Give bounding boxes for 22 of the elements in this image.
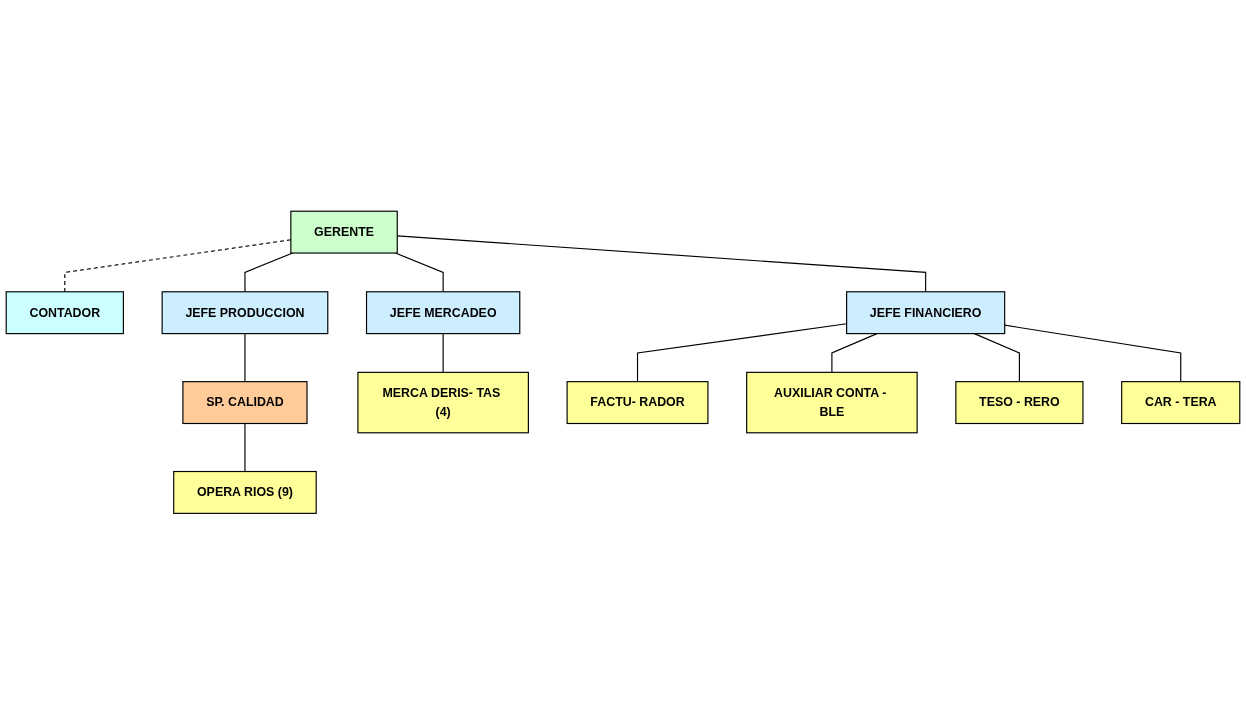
connector — [973, 332, 1020, 382]
connector — [396, 234, 927, 293]
node-box: OPERA RIOS (9) — [173, 470, 317, 514]
node-box: CAR - TERA — [1121, 380, 1241, 424]
node-box: JEFE MERCADEO — [365, 290, 521, 334]
connector — [1004, 324, 1182, 382]
node-box: MERCA DERIS- TAS (4) — [357, 371, 529, 434]
node-box: AUXILIAR CONTA - BLE — [746, 371, 918, 434]
connector — [394, 252, 444, 293]
connector — [244, 332, 246, 382]
node-box: JEFE PRODUCCION — [161, 290, 329, 334]
node-box: CONTADOR — [5, 290, 124, 334]
node-box: SP. CALIDAD — [182, 380, 308, 424]
node-box: TESO - RERO — [955, 380, 1084, 424]
node-box: FACTU- RADOR — [566, 380, 709, 424]
connector — [244, 422, 246, 472]
connector — [831, 332, 878, 373]
connector — [442, 332, 444, 373]
node-box: JEFE FINANCIERO — [846, 290, 1006, 334]
connector — [64, 238, 292, 293]
connector — [244, 252, 294, 293]
node-box: GERENTE — [290, 210, 398, 254]
